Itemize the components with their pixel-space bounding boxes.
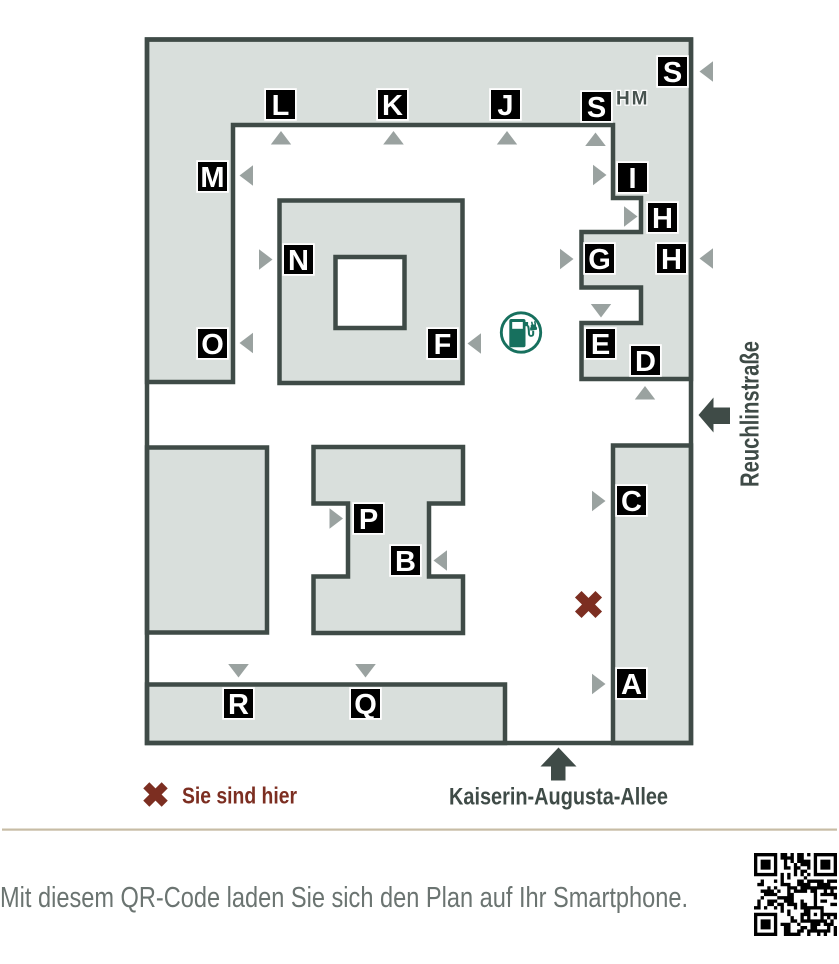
- svg-text:H: H: [652, 203, 673, 235]
- svg-text:S: S: [663, 57, 682, 89]
- svg-text:N: N: [288, 245, 309, 277]
- svg-text:F: F: [434, 329, 452, 361]
- svg-text:L: L: [272, 90, 290, 122]
- svg-text:B: B: [395, 546, 416, 578]
- svg-text:K: K: [382, 90, 403, 122]
- svg-text:E: E: [591, 329, 610, 361]
- svg-text:A: A: [621, 669, 642, 701]
- svg-text:D: D: [635, 346, 656, 378]
- svg-text:S: S: [587, 92, 606, 124]
- svg-text:G: G: [588, 244, 611, 276]
- svg-text:Kaiserin-Augusta-Allee: Kaiserin-Augusta-Allee: [449, 784, 668, 811]
- svg-text:C: C: [621, 486, 642, 518]
- svg-text:Mit diesem QR-Code laden Sie s: Mit diesem QR-Code laden Sie sich den Pl…: [0, 882, 688, 914]
- svg-text:J: J: [497, 90, 513, 122]
- svg-text:I: I: [628, 163, 636, 195]
- svg-text:Q: Q: [354, 689, 377, 721]
- svg-text:M: M: [200, 162, 224, 194]
- svg-text:R: R: [228, 689, 249, 721]
- svg-text:Sie sind hier: Sie sind hier: [182, 783, 297, 809]
- svg-text:Reuchlinstraße: Reuchlinstraße: [735, 341, 765, 487]
- svg-text:HM: HM: [616, 89, 648, 110]
- svg-text:H: H: [661, 244, 682, 276]
- svg-text:O: O: [201, 329, 224, 361]
- svg-text:P: P: [359, 504, 378, 536]
